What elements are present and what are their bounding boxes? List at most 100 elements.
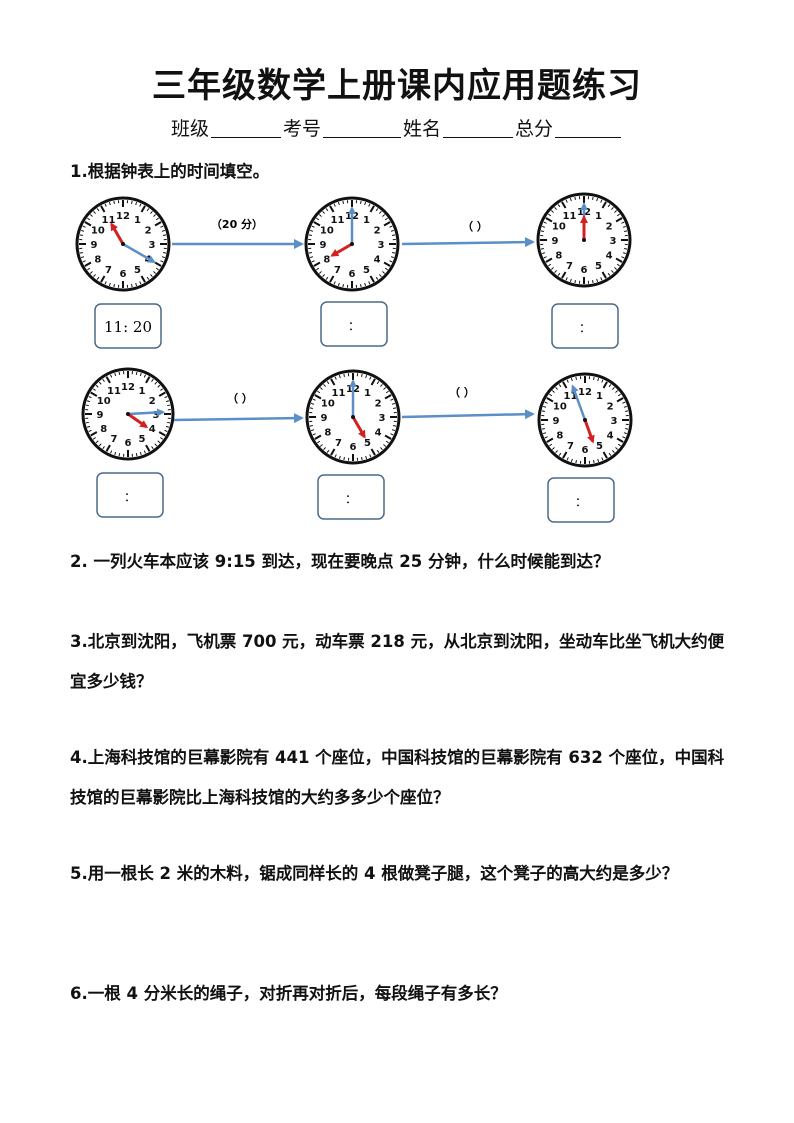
tick-mark	[543, 256, 547, 259]
tick-mark	[384, 394, 392, 400]
page-title: 三年级数学上册课内应用题练习	[152, 66, 642, 106]
tick-mark	[323, 383, 326, 387]
answer-box-2-text: ：	[348, 319, 360, 333]
answer-box-3[interactable]	[551, 303, 619, 349]
tick-mark	[104, 281, 107, 285]
tick-mark	[98, 381, 102, 385]
score-label: 总分	[515, 118, 554, 140]
tick-mark	[593, 460, 595, 464]
tick-mark	[592, 196, 594, 200]
question-1: 1.根据钟表上的时间填空。	[70, 162, 270, 181]
tick-mark	[368, 281, 371, 285]
tick-mark	[569, 278, 572, 283]
clock-numeral: 9	[321, 413, 328, 424]
tick-mark	[600, 277, 603, 281]
answer-box-2[interactable]	[320, 301, 388, 347]
tick-mark	[393, 425, 397, 427]
tick-mark	[110, 374, 113, 378]
tick-mark	[541, 225, 546, 228]
tick-mark	[308, 252, 312, 254]
tick-mark	[84, 261, 92, 267]
tick-mark	[118, 371, 121, 375]
answer-box-4[interactable]	[96, 472, 164, 518]
tick-mark	[561, 271, 567, 279]
tick-mark	[108, 201, 111, 206]
tick-mark	[85, 404, 89, 407]
tick-mark	[102, 446, 105, 450]
tick-mark	[338, 374, 341, 379]
tick-mark	[79, 252, 83, 254]
clock-numeral: 6	[125, 438, 132, 449]
clock-center	[121, 242, 125, 246]
tick-mark	[550, 210, 554, 213]
tick-mark	[86, 400, 91, 403]
tick-mark	[309, 425, 313, 427]
tick-mark	[93, 274, 96, 278]
tick-mark	[545, 257, 553, 263]
tick-mark	[165, 400, 170, 403]
tick-mark	[151, 378, 154, 382]
tick-mark	[161, 256, 166, 259]
tick-mark	[86, 425, 91, 428]
clock-numeral: 6	[349, 269, 356, 280]
clock-numeral: 9	[97, 410, 104, 421]
tick-mark	[612, 386, 615, 390]
tick-mark	[384, 434, 392, 440]
tick-mark	[383, 387, 387, 390]
answer-box-1-text: 11: 20	[104, 318, 152, 336]
tick-mark	[391, 402, 396, 405]
tick-mark	[322, 210, 325, 214]
tick-mark	[380, 447, 383, 451]
tick-mark	[570, 458, 573, 463]
clock-numeral: 3	[378, 240, 385, 251]
tick-mark	[145, 444, 151, 452]
clock-numeral: 10	[553, 402, 567, 413]
tick-mark	[326, 449, 330, 453]
tick-mark	[621, 221, 625, 224]
tick-mark	[608, 384, 612, 388]
tick-mark	[617, 393, 621, 397]
tick-mark	[597, 458, 600, 463]
score-blank[interactable]	[555, 119, 622, 138]
tick-mark	[102, 378, 105, 382]
minute-hand	[127, 408, 166, 417]
tick-mark	[390, 256, 395, 259]
tick-mark	[319, 387, 323, 390]
clock-numeral: 4	[375, 428, 382, 439]
tick-mark	[90, 391, 98, 397]
tick-mark	[326, 381, 330, 385]
tick-mark	[616, 263, 620, 267]
tick-mark	[541, 252, 546, 255]
tick-mark	[549, 393, 553, 397]
class-blank[interactable]	[210, 119, 281, 138]
tick-mark	[100, 275, 106, 283]
tick-mark	[369, 205, 375, 213]
answer-box-6[interactable]	[547, 477, 615, 523]
tick-mark	[118, 453, 121, 457]
tick-mark	[311, 225, 315, 228]
hour-hand	[127, 412, 149, 429]
number-blank[interactable]	[323, 119, 401, 138]
answer-box-5[interactable]	[317, 474, 385, 520]
tick-mark	[360, 200, 362, 204]
name-blank[interactable]	[443, 119, 514, 138]
tick-mark	[319, 444, 323, 447]
clock-numeral: 2	[374, 226, 381, 237]
tick-mark	[542, 432, 547, 435]
clock-numeral: 12	[116, 211, 130, 222]
tick-mark	[151, 446, 154, 450]
tick-mark	[601, 379, 604, 383]
tick-mark	[160, 388, 164, 391]
answer-box-1[interactable]	[94, 303, 162, 349]
tick-mark	[343, 373, 345, 377]
tick-mark	[601, 201, 607, 209]
tick-mark	[334, 376, 337, 380]
tick-mark	[98, 443, 102, 447]
tick-mark	[325, 276, 329, 280]
tick-mark	[390, 398, 394, 401]
clock-center	[351, 415, 355, 419]
tick-mark	[614, 267, 618, 270]
tick-mark	[90, 431, 98, 437]
clock-numeral: 11	[102, 215, 116, 226]
tick-mark	[146, 276, 150, 280]
